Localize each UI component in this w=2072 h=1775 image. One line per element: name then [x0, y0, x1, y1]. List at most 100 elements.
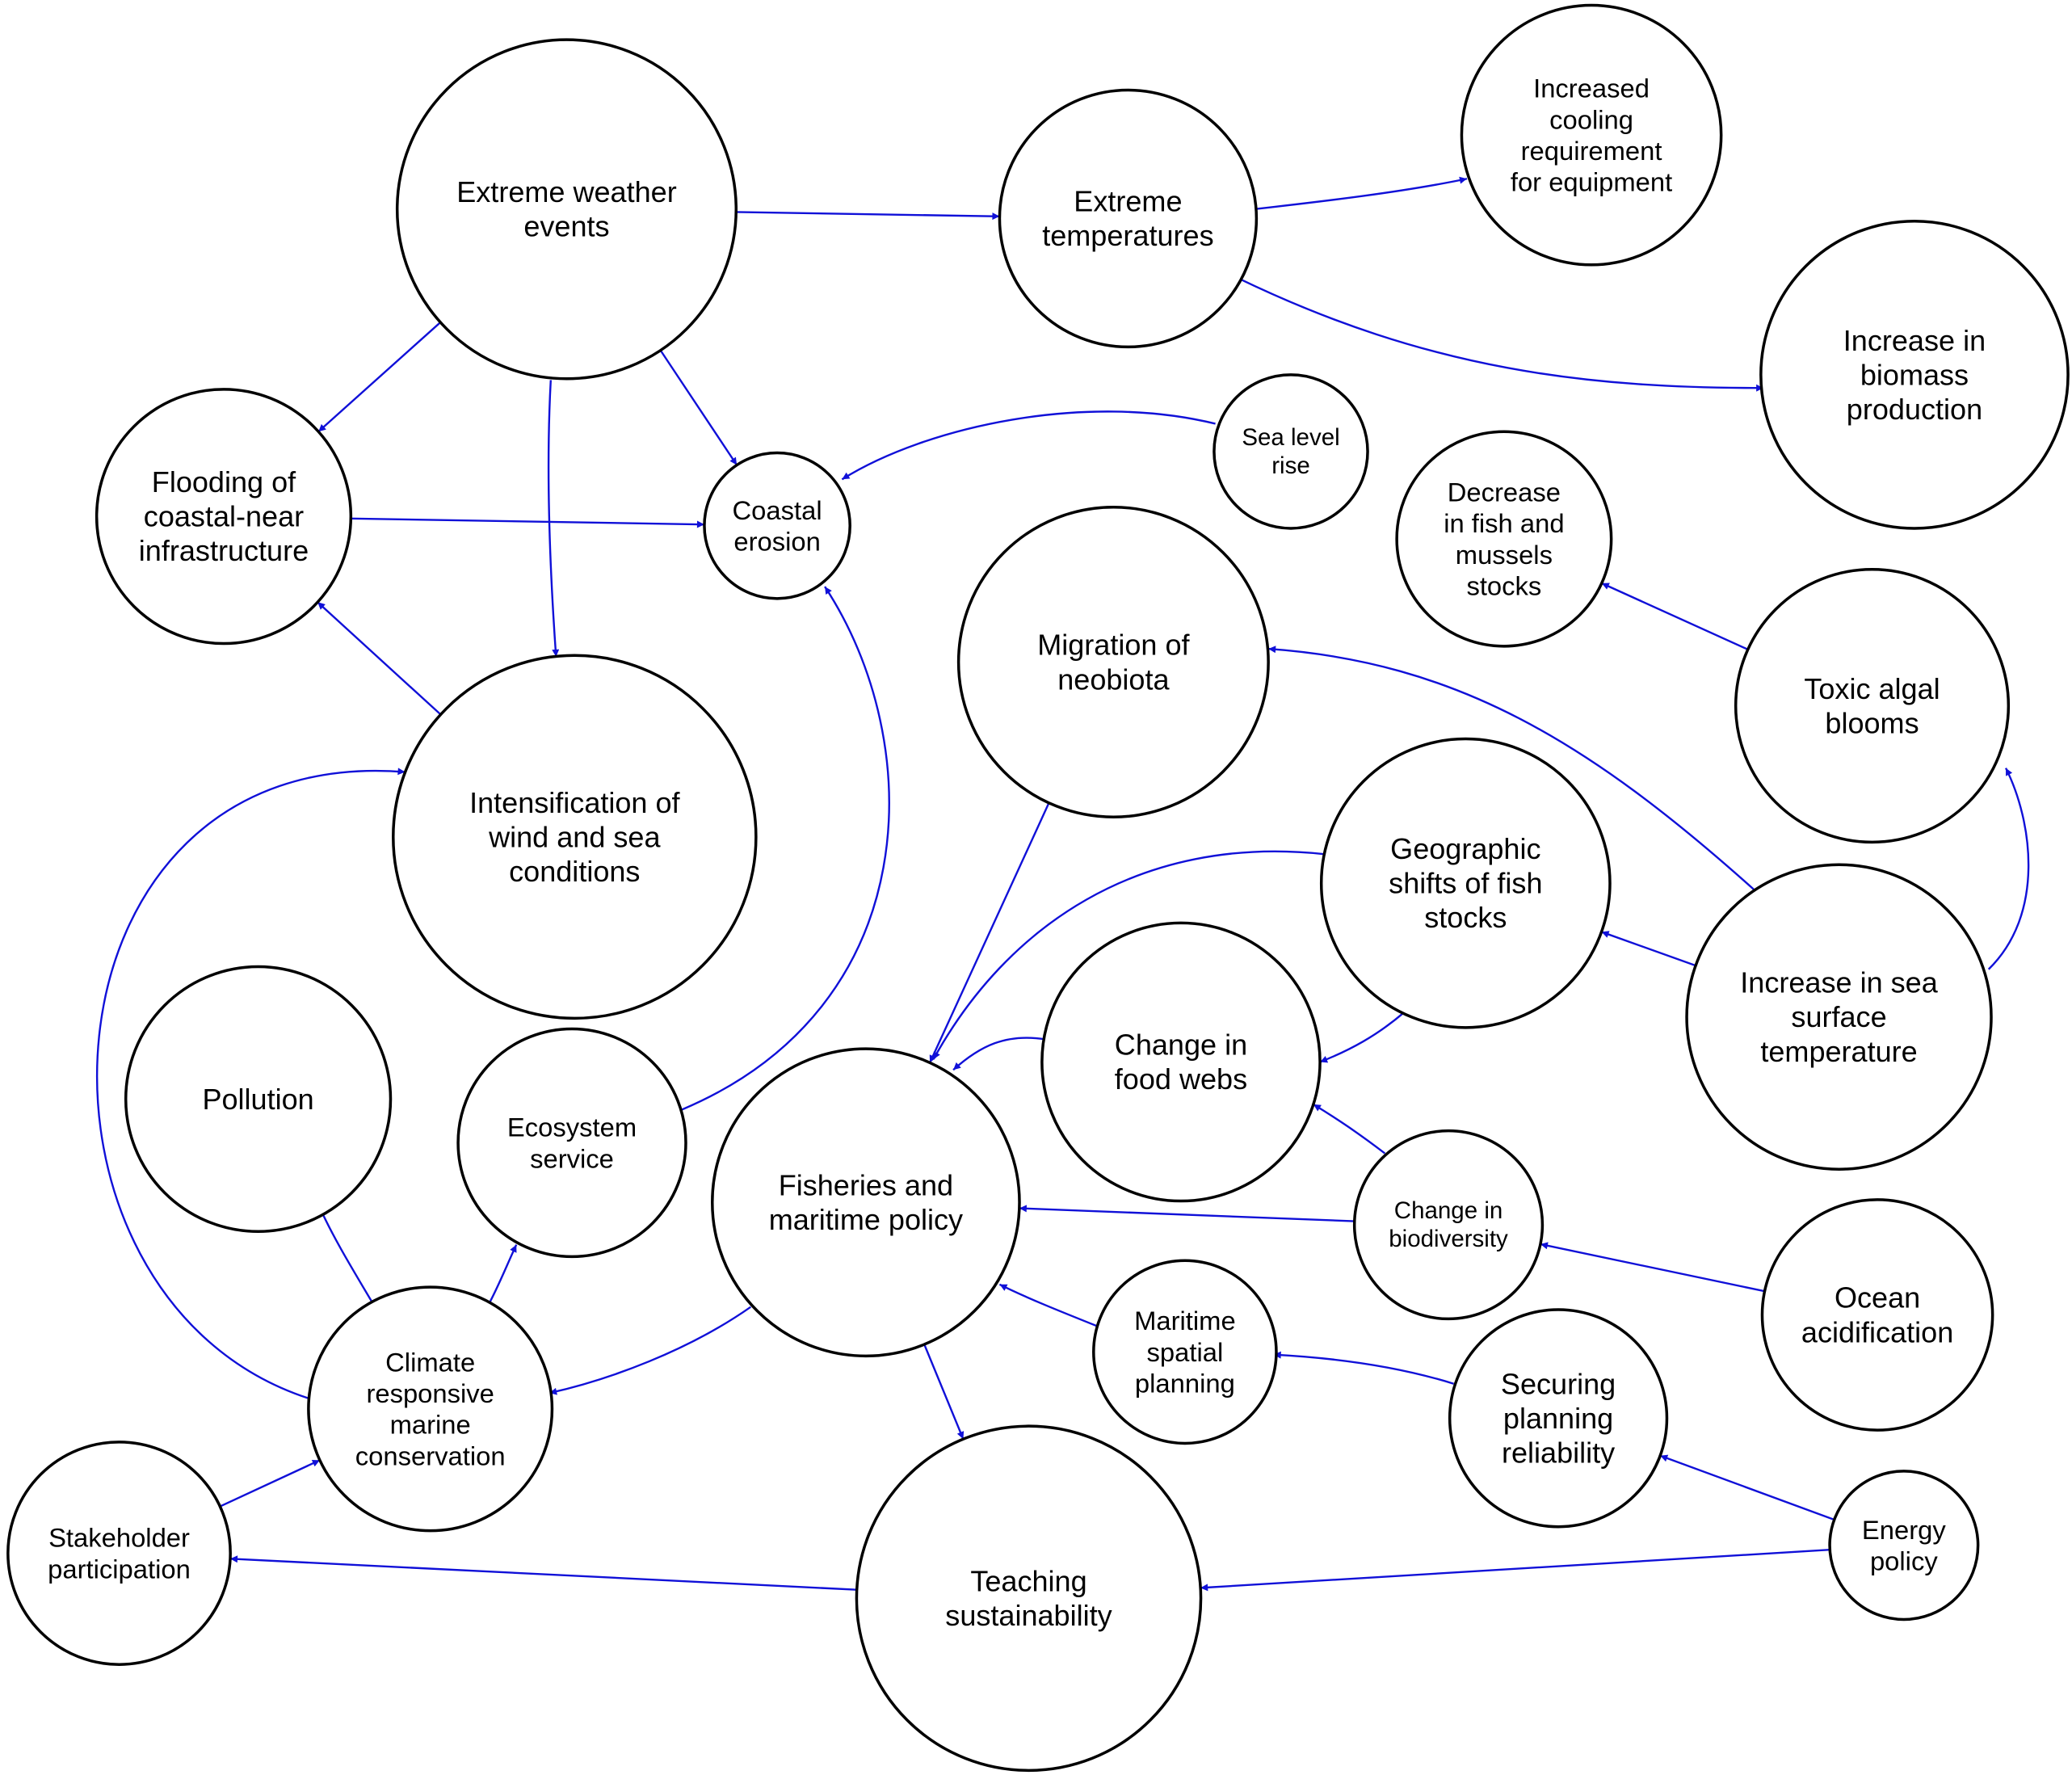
- node-label-sea-level-rise-line-1: Sea level: [1242, 424, 1339, 451]
- node-label-change-biodiversity-line-1: Change in: [1394, 1197, 1503, 1224]
- node-label-coastal-erosion-line-2: erosion: [733, 527, 820, 557]
- node-label-energy-policy-line-1: Energy: [1862, 1515, 1946, 1545]
- node-label-fisheries-policy-line-2: maritime policy: [769, 1203, 963, 1236]
- node-label-sea-level-rise-line-2: rise: [1271, 452, 1310, 479]
- node-circle-migration-neobiota: [956, 505, 1270, 818]
- nodes-layer: Extreme weathereventsExtremetemperatures…: [6, 3, 2070, 1773]
- node-circle-flooding: [95, 388, 353, 646]
- node-label-coastal-erosion-line-1: Coastal: [733, 495, 822, 525]
- node-label-increase-biomass-line-3: production: [1847, 393, 1982, 426]
- node-circle-coastal-erosion: [703, 451, 851, 600]
- node-circle-fisheries-policy: [711, 1047, 1021, 1358]
- node-label-teaching-line-1: Teaching: [970, 1564, 1086, 1597]
- node-label-intensification-line-3: conditions: [509, 855, 640, 888]
- node-label-intensification-line-1: Intensification of: [469, 786, 680, 819]
- node-label-fisheries-policy-line-1: Fisheries and: [779, 1168, 953, 1201]
- edge-energy-policy-to-securing-planning: [1659, 1454, 1835, 1521]
- node-label-increase-sst-line-1: Increase in sea: [1740, 966, 1938, 999]
- node-circle-maritime-spatial: [1092, 1259, 1278, 1445]
- node-label-maritime-spatial-line-2: spatial: [1147, 1337, 1224, 1367]
- node-circle-increase-sst: [1685, 863, 1993, 1171]
- node-circle-ocean-acidification: [1760, 1198, 1994, 1432]
- node-circle-extreme-temperatures: [998, 88, 1259, 349]
- node-circle-geographic-shifts: [1319, 737, 1612, 1029]
- node-label-flooding-line-2: coastal-near: [144, 500, 304, 533]
- node-label-increase-sst-line-2: surface: [1791, 1000, 1886, 1033]
- edge-toxic-algal-blooms-to-decrease-fish: [1601, 582, 1749, 650]
- edge-migration-neobiota-to-fisheries-policy: [929, 802, 1050, 1063]
- edge-sea-level-rise-to-coastal-erosion: [841, 410, 1216, 481]
- edge-change-biodiversity-to-change-food-webs: [1313, 1103, 1386, 1155]
- node-label-decrease-fish-line-1: Decrease: [1448, 477, 1561, 507]
- node-circle-stakeholder: [6, 1441, 232, 1666]
- node-circle-decrease-fish: [1395, 430, 1613, 648]
- node-label-extreme-temperatures-line-1: Extreme: [1074, 185, 1182, 218]
- node-circle-extreme-weather-events: [395, 38, 738, 381]
- node-label-ocean-acidification-line-1: Ocean: [1835, 1281, 1920, 1314]
- node-label-geographic-shifts-line-2: shifts of fish: [1389, 867, 1542, 900]
- node-label-climate-responsive-line-2: responsive: [366, 1378, 494, 1408]
- node-label-flooding-line-1: Flooding of: [152, 465, 296, 498]
- node-label-stakeholder-line-1: Stakeholder: [48, 1523, 190, 1553]
- edge-maritime-spatial-to-fisheries-policy: [998, 1283, 1099, 1328]
- node-circle-securing-planning: [1448, 1308, 1669, 1529]
- node-pollution: Pollution: [124, 965, 393, 1233]
- node-label-securing-planning-line-3: reliability: [1502, 1436, 1615, 1469]
- node-circle-change-biodiversity: [1352, 1129, 1545, 1321]
- node-circle-toxic-algal-blooms: [1734, 568, 2011, 844]
- node-label-toxic-algal-blooms-line-2: blooms: [1825, 706, 1919, 739]
- node-circle-climate-responsive: [307, 1285, 554, 1533]
- edge-geographic-shifts-to-change-food-webs: [1319, 1012, 1405, 1063]
- node-label-decrease-fish-line-3: mussels: [1456, 540, 1553, 570]
- edge-change-food-webs-to-fisheries-policy: [952, 1037, 1046, 1071]
- node-label-decrease-fish-line-2: in fish and: [1444, 508, 1564, 538]
- edge-flooding-to-coastal-erosion: [351, 517, 704, 528]
- node-label-geographic-shifts-line-1: Geographic: [1390, 832, 1540, 865]
- node-label-increase-sst-line-3: temperature: [1760, 1035, 1917, 1068]
- node-label-decrease-fish-line-4: stocks: [1466, 571, 1541, 601]
- node-label-extreme-temperatures-line-2: temperatures: [1042, 219, 1213, 252]
- node-label-geographic-shifts-line-3: stocks: [1424, 901, 1507, 934]
- node-circle-increased-cooling: [1460, 3, 1723, 267]
- node-label-change-food-webs-line-1: Change in: [1115, 1028, 1247, 1062]
- node-label-migration-neobiota-line-1: Migration of: [1037, 629, 1190, 662]
- node-label-increase-biomass-line-2: biomass: [1860, 358, 1969, 391]
- edge-energy-policy-to-teaching: [1200, 1549, 1830, 1592]
- edge-ocean-acidification-to-change-biodiversity: [1540, 1242, 1765, 1293]
- node-circle-ecosystem-service: [456, 1027, 687, 1259]
- edge-geographic-shifts-to-fisheries-policy: [932, 850, 1325, 1060]
- node-circle-change-food-webs: [1040, 921, 1322, 1203]
- edge-fisheries-policy-to-teaching: [923, 1344, 965, 1440]
- node-label-securing-planning-line-2: planning: [1503, 1402, 1613, 1435]
- edge-fisheries-policy-to-climate-responsive: [548, 1306, 751, 1395]
- node-circle-intensification: [392, 654, 758, 1020]
- node-label-increase-biomass-line-1: Increase in: [1843, 324, 1986, 357]
- node-label-increased-cooling-line-1: Increased: [1533, 74, 1650, 103]
- node-label-ecosystem-service-line-1: Ecosystem: [507, 1113, 637, 1142]
- node-label-flooding-line-3: infrastructure: [139, 534, 309, 567]
- node-circle-pollution: [124, 965, 393, 1233]
- node-label-stakeholder-line-2: participation: [48, 1554, 191, 1584]
- edge-increase-sst-to-geographic-shifts: [1601, 931, 1696, 967]
- node-label-maritime-spatial-line-1: Maritime: [1134, 1306, 1236, 1335]
- node-circle-energy-policy: [1828, 1470, 1980, 1621]
